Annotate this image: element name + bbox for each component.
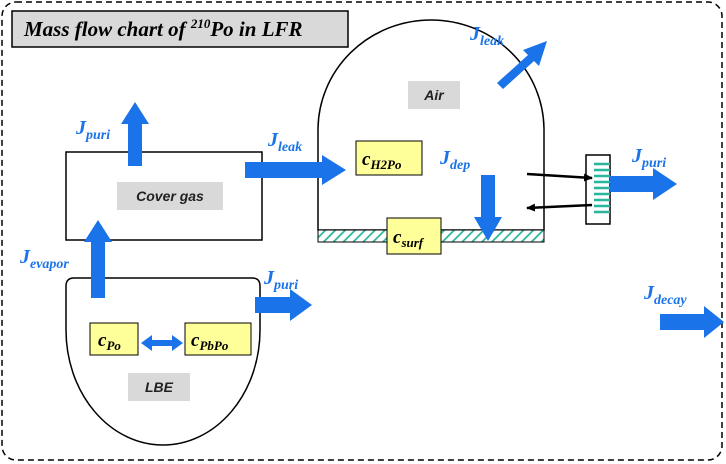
title-box <box>11 10 349 48</box>
chart-title: Mass flow chart of 210Po in LFR <box>23 16 303 41</box>
c-po-box <box>89 322 139 356</box>
evapor-arrow <box>84 220 112 298</box>
lbe-label-box <box>128 373 190 401</box>
cover-gas-leak-arrow <box>245 155 346 185</box>
c-po-label: cPo <box>98 330 121 353</box>
po-pbpo-exchange-arrow <box>141 335 183 351</box>
c-pbpo-main: c <box>191 330 200 351</box>
j-leak-air-sub: leak <box>480 34 504 49</box>
cover-gas-label-box <box>117 182 223 210</box>
title-suffix: Po in LFR <box>209 17 302 41</box>
c-po-sub: Po <box>106 338 121 353</box>
j-leak-cover-main: J <box>267 129 279 151</box>
c-h2po-box <box>355 140 423 176</box>
to-purifier-arrow <box>526 172 593 182</box>
j-dep-sub: dep <box>450 158 470 173</box>
decay-arrow <box>660 306 724 338</box>
c-pbpo-sub: PbPo <box>199 338 228 353</box>
label-j-leak-cover: Jleak <box>267 129 302 155</box>
label-j-dep: Jdep <box>439 147 470 173</box>
j-evapor-main: J <box>19 246 31 268</box>
c-surf-box <box>386 217 442 255</box>
c-pbpo-box <box>184 322 252 356</box>
label-j-puri-lbe: Jpuri <box>263 267 298 293</box>
c-surf-label: csurf <box>393 227 425 250</box>
label-j-leak-air: Jleak <box>469 23 504 49</box>
from-purifier-arrow <box>526 203 593 212</box>
j-leak-air-main: J <box>469 23 481 45</box>
c-surf-sub: surf <box>400 235 424 250</box>
label-j-evapor: Jevapor <box>19 246 69 272</box>
deposition-arrow <box>474 175 502 241</box>
air-leak-arrow <box>497 41 547 89</box>
lbe-label: LBE <box>145 379 174 395</box>
j-puri-lbe-sub: puri <box>273 278 298 293</box>
c-surf-main: c <box>393 227 402 248</box>
label-j-puri-cover: Jpuri <box>75 117 110 143</box>
purifier-filter-lines <box>594 162 610 214</box>
cover-gas-puri-arrow <box>121 102 149 166</box>
c-h2po-label: cH2Po <box>362 149 402 172</box>
air-purifier-unit <box>585 154 611 225</box>
title-sup: 210 <box>190 16 211 31</box>
label-j-puri-air: Jpuri <box>631 145 666 171</box>
j-puri-air-main: J <box>631 145 643 167</box>
j-puri-lbe-main: J <box>263 267 275 289</box>
j-leak-cover-sub: leak <box>278 140 302 155</box>
air-vessel <box>317 19 545 231</box>
j-puri-cover-sub: puri <box>85 128 110 143</box>
air-label-box <box>408 81 460 109</box>
label-j-decay: Jdecay <box>643 282 687 308</box>
title-prefix: Mass flow chart of <box>23 17 191 41</box>
purifier-puri-arrow <box>610 168 677 200</box>
j-evapor-sub: evapor <box>30 257 69 272</box>
c-pbpo-label: cPbPo <box>191 330 229 353</box>
lbe-puri-arrow <box>255 289 312 321</box>
c-h2po-sub: H2Po <box>369 157 402 172</box>
air-label: Air <box>423 87 445 103</box>
cover-gas-label: Cover gas <box>136 188 204 204</box>
lbe-vessel <box>65 277 261 446</box>
j-dep-main: J <box>439 147 451 169</box>
j-decay-sub: decay <box>654 293 687 308</box>
j-decay-main: J <box>643 282 655 304</box>
c-h2po-main: c <box>362 149 371 170</box>
j-puri-cover-main: J <box>75 117 87 139</box>
c-po-main: c <box>98 330 107 351</box>
j-puri-air-sub: puri <box>641 156 666 171</box>
